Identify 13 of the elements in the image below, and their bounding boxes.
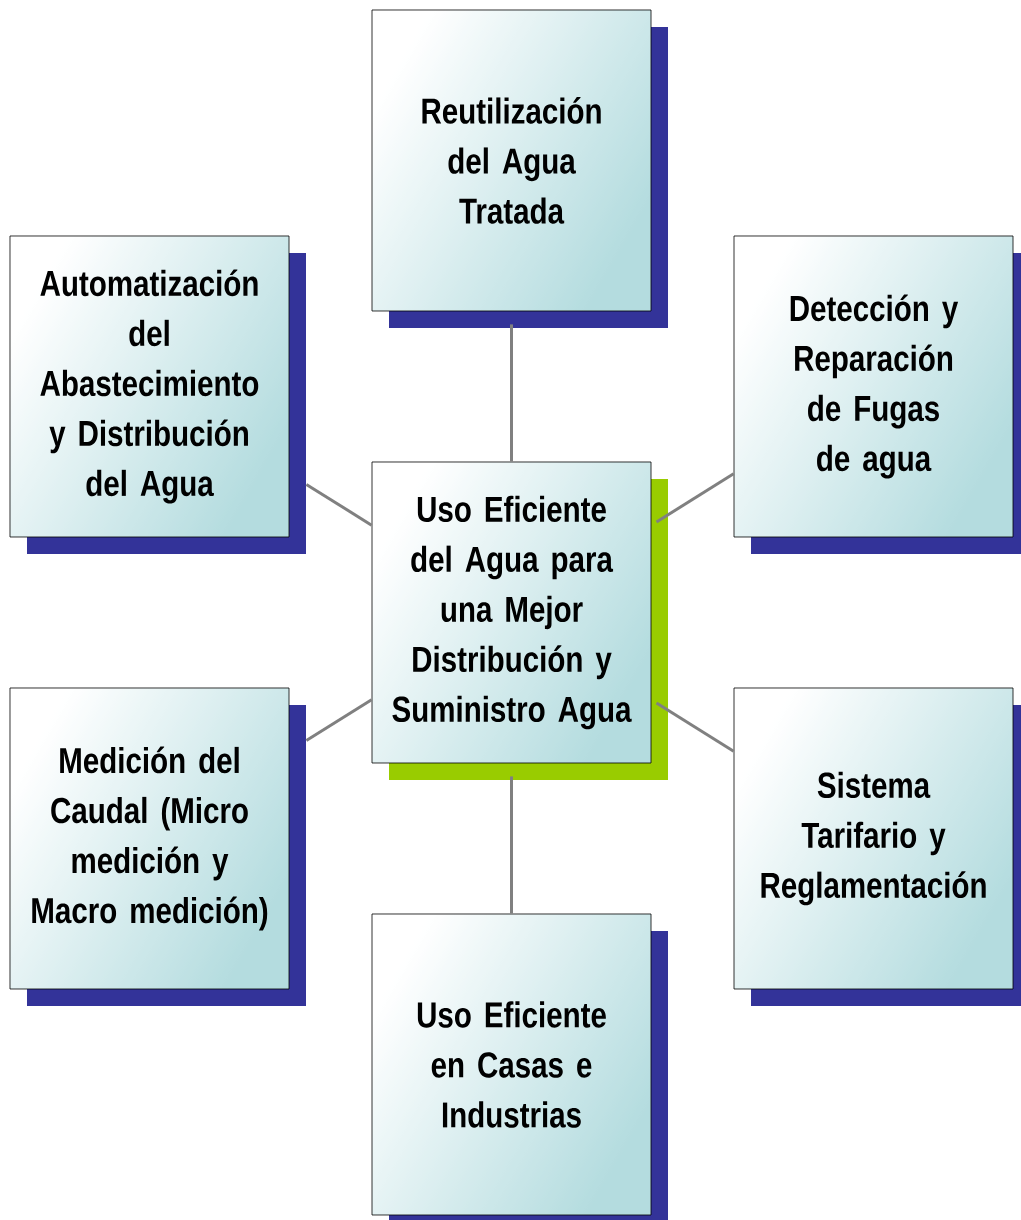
connector-line <box>655 472 735 524</box>
connector-line <box>305 483 373 527</box>
connector-line <box>305 698 373 742</box>
connector-line <box>510 776 513 914</box>
topic-box: Automatización del Abastecimiento y Distribución del Agua <box>9 235 306 554</box>
connector-line <box>655 701 735 753</box>
topic-box: Reutilización del Agua Tratada <box>371 9 668 328</box>
connector-line <box>510 324 513 462</box>
central-box: Uso Eficiente del Agua para una Mejor Distribución y Suministro Agua <box>371 461 668 780</box>
topic-box: Detección y Reparación de Fugas de agua <box>733 235 1021 554</box>
topic-box: Sistema Tarifario y Reglamentación <box>733 687 1021 1006</box>
topic-box: Uso Eficiente en Casas e Industrias <box>371 913 668 1220</box>
topic-box: Medición del Caudal (Micro medición y Macro medición) <box>9 687 306 1006</box>
